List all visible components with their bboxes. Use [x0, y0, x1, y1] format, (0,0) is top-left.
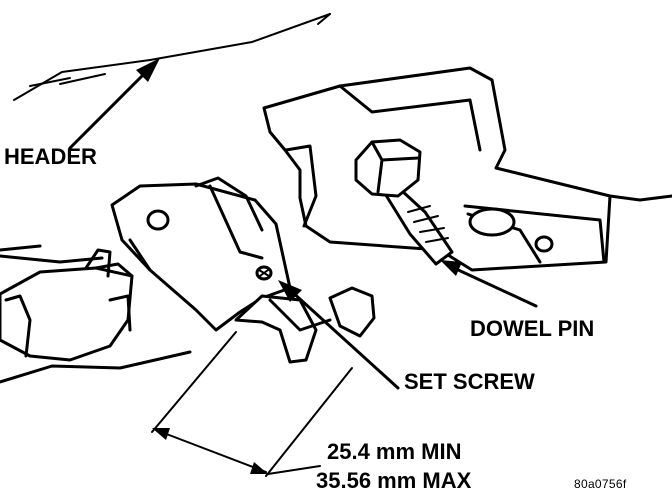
set-screw-arrowhead: [278, 280, 302, 302]
latch-hole: [146, 209, 170, 231]
dim-arrow-right: [250, 462, 268, 474]
dimension-min-label: 25.4 mm MIN: [327, 439, 462, 464]
dowel-pin-arrowhead: [440, 260, 462, 276]
dowel-pin-label: DOWEL PIN: [470, 316, 595, 341]
header-panel: [13, 13, 331, 101]
set-screw-label: SET SCREW: [404, 369, 535, 394]
door-mechanism: [0, 238, 192, 384]
header-arrowhead: [136, 58, 160, 82]
bracket-hole-small: [534, 235, 554, 253]
dimension-max-label: 35.56 mm MAX: [316, 468, 472, 493]
dim-arrow-left: [152, 428, 170, 440]
figure-id-label: 80a0756f: [574, 477, 627, 491]
dowel-pin: [354, 138, 454, 266]
leader-arrows: [68, 58, 538, 390]
bracket-hole: [468, 207, 516, 237]
dimension-lines: [151, 331, 353, 477]
mounting-bracket: [262, 66, 672, 272]
header-label: HEADER: [4, 144, 97, 169]
